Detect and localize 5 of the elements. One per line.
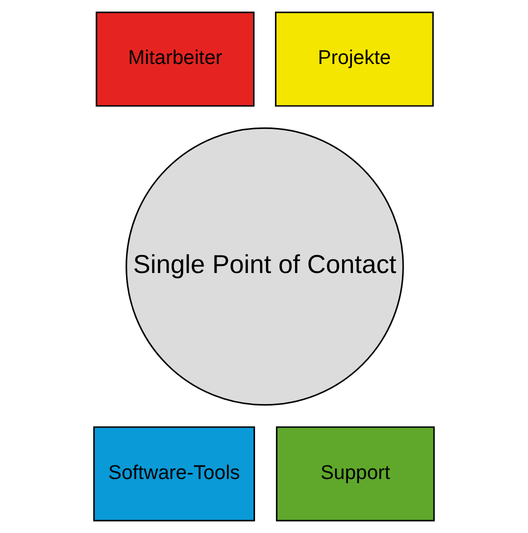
node-box: Projekte xyxy=(274,12,434,107)
node-box: Mitarbeiter xyxy=(96,12,255,107)
node-box: Support xyxy=(276,426,435,522)
node-circle: Single Point of Contact xyxy=(126,127,404,406)
node-box: Software-Tools xyxy=(93,426,256,522)
